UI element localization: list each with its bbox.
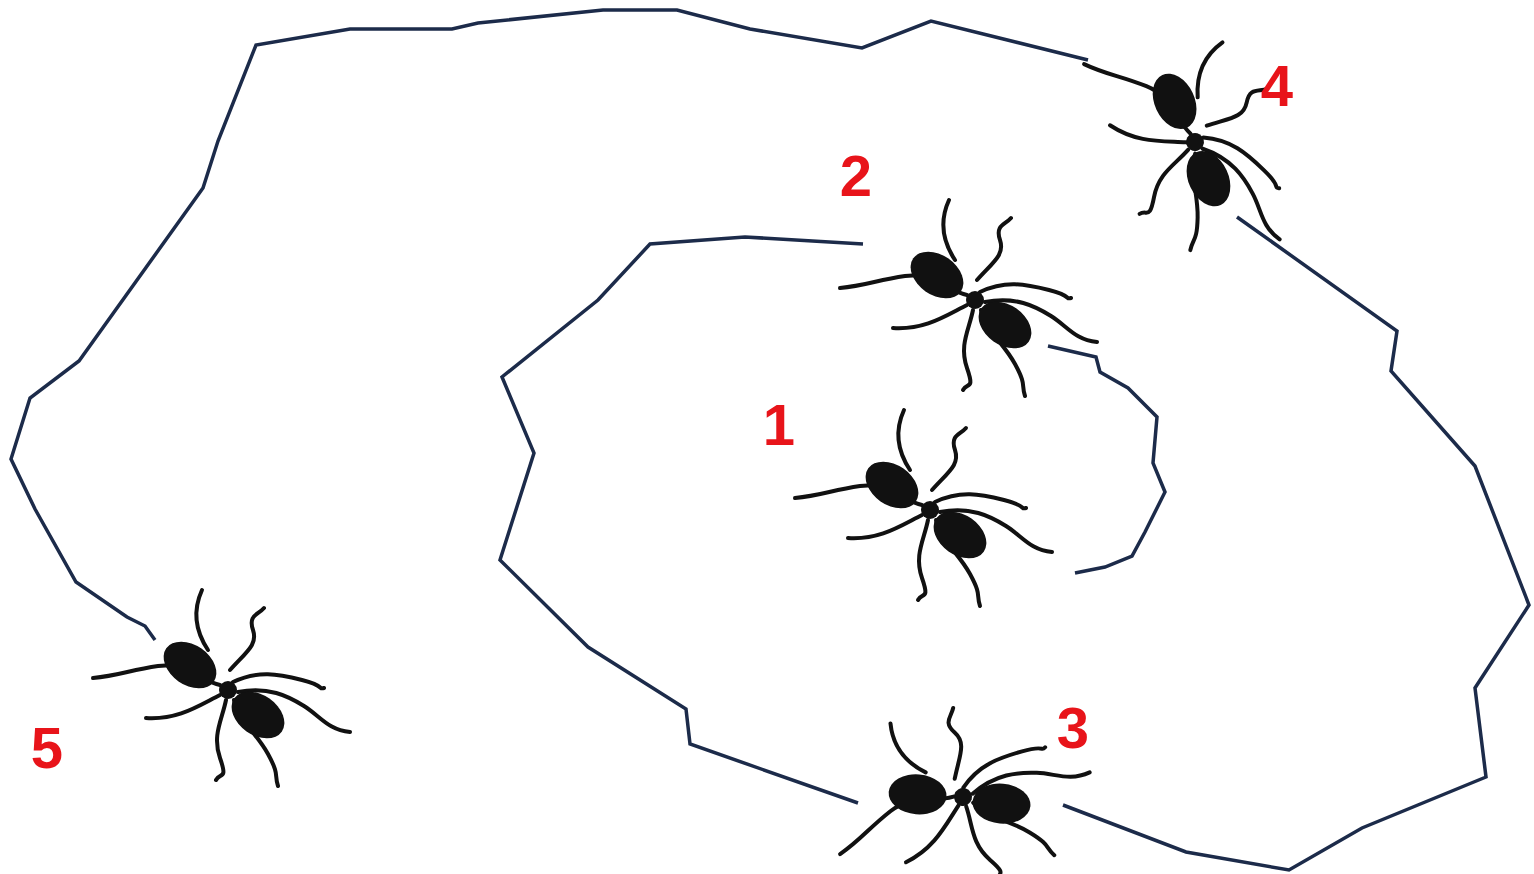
ant	[795, 410, 1052, 606]
spiral-line	[11, 10, 1529, 870]
ant	[840, 200, 1097, 396]
callout-number: 4	[1261, 57, 1293, 115]
callout-number: 5	[31, 719, 63, 777]
callout-number: 1	[763, 396, 795, 454]
callout-number: 3	[1057, 699, 1089, 757]
ant	[1030, 0, 1351, 286]
ant	[93, 590, 350, 786]
callout-number: 2	[840, 147, 872, 205]
ant	[796, 649, 1117, 874]
